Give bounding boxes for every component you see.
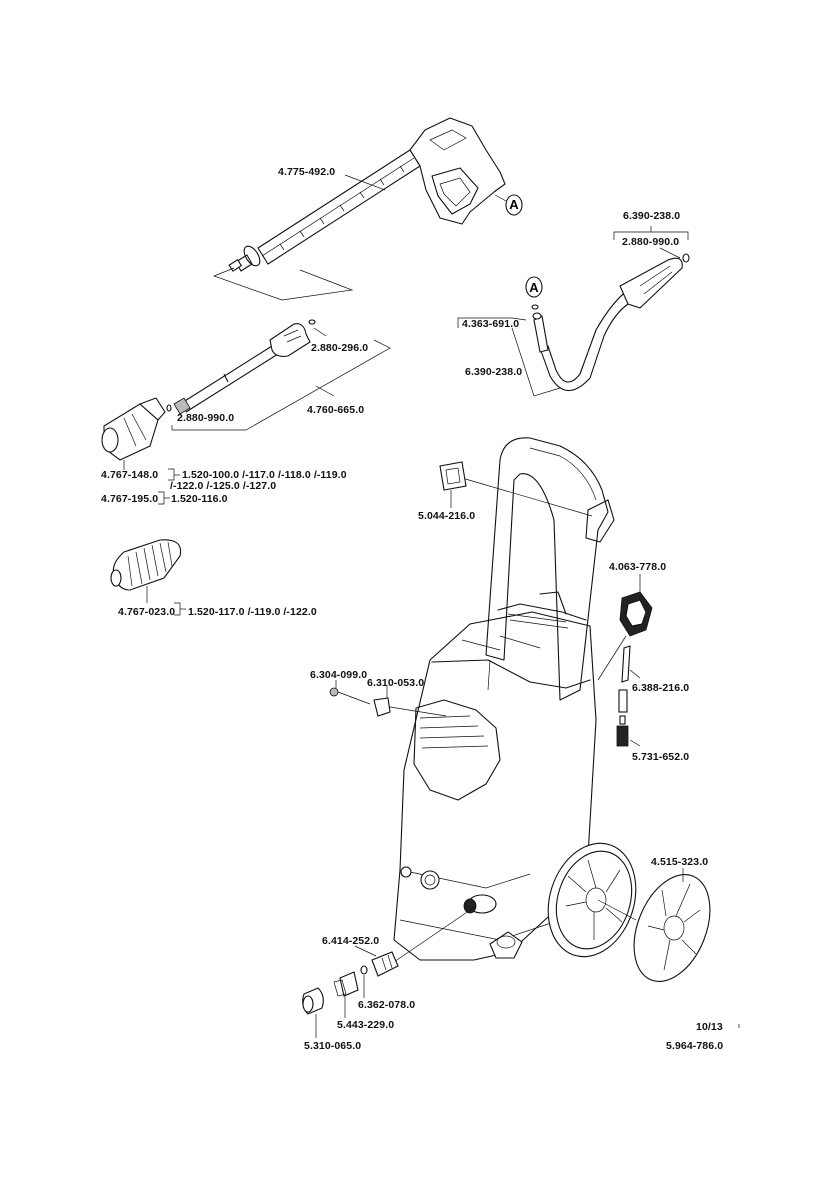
label-dirt-blaster-refs: 1.520-117.0 /-119.0 /-122.0 [188,606,317,618]
label-lance: 4.760-665.0 [307,404,365,416]
pressure-washer-body-drawing [393,591,597,961]
trigger-gun-drawing [228,117,523,272]
label-vario-nozzle-refs-2: /-122.0 /-125.0 /-127.0 [170,480,277,492]
detergent-hose-drawing [616,645,631,747]
label-hose-oring-top: 2.880-990.0 [622,236,680,248]
label-wheel-cap: 4.515-323.0 [651,856,709,868]
wheel-drawing [547,842,637,958]
label-hose-kit-top: 6.390-238.0 [623,210,681,222]
callout-a-marker-hose: A [529,280,539,295]
label-inlet-fitting: 6.414-252.0 [322,935,380,947]
label-trigger-gun: 4.775-492.0 [278,166,336,178]
vario-nozzle-drawing [101,397,166,461]
document-number: 5.964-786.0 [666,1040,724,1052]
inlet-parts-drawing [302,905,477,1015]
label-vario-nozzle-2-ref: 1.520-116.0 [171,493,228,505]
wheel-cap-drawing [633,873,711,983]
label-hose-kit-side: 6.390-238.0 [465,366,523,378]
label-lance-nozzle-oring: 2.880-990.0 [177,412,235,424]
callout-a-marker-gun: A [509,197,519,212]
label-detergent-hose: 6.388-216.0 [632,682,690,694]
label-hose-connector: 4.363-691.0 [462,318,520,330]
lance-drawing [166,319,316,415]
label-lance-oring: 2.880-296.0 [311,342,369,354]
label-vario-nozzle-2: 4.767-195.0 [101,493,159,505]
label-inlet-oring: 6.362-078.0 [358,999,416,1011]
label-detergent-filter: 5.731-652.0 [632,751,690,763]
label-hose-reel-crank: 4.063-778.0 [609,561,667,573]
label-vario-nozzle: 4.767-148.0 [101,469,159,481]
page-number: 10/13 [696,1021,723,1033]
label-screw: 6.304-099.0 [310,669,368,681]
label-holder: 6.310-053.0 [367,677,425,689]
frame-handle-drawing [439,437,615,701]
dirt-blaster-drawing [110,539,182,591]
label-clip: 5.044-216.0 [418,510,476,522]
label-dirt-blaster: 4.767-023.0 [118,606,176,618]
label-coupling-nut: 5.310-065.0 [304,1040,362,1052]
label-vario-nozzle-refs-1: 1.520-100.0 /-117.0 /-118.0 /-119.0 [182,469,347,481]
hose-reel-crank-drawing [619,591,653,637]
hose-drawing [525,253,690,392]
label-coupling: 5.443-229.0 [337,1019,395,1031]
